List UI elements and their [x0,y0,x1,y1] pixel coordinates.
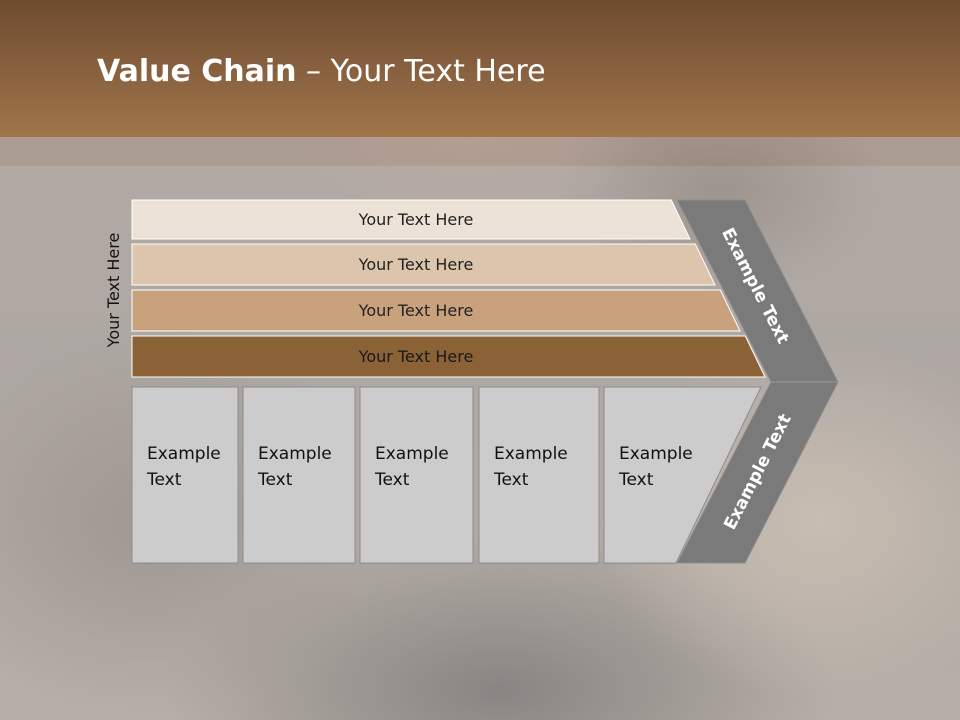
reflection-box-5 [603,564,752,720]
reflection-box-2-line1: Example [258,664,332,684]
box-1-line2: Text [146,470,182,490]
reflection-box-5-line2: Text [618,638,654,658]
box-2-line2: Text [257,470,293,490]
box-5-line1: Example [619,444,693,464]
title-rest: – Your Text Here [296,54,546,89]
reflection-box-1-line2: Text [146,638,182,658]
reflection-box-2 [242,564,356,720]
band-2[interactable] [131,243,716,286]
reflection-box-1 [131,564,239,720]
box-4-line1: Example [494,444,568,464]
box-1[interactable] [131,386,239,564]
band-1-label: Your Text Here [358,210,474,229]
box-4[interactable] [478,386,600,564]
slide-title[interactable]: Value Chain – Your Text Here [97,54,546,89]
reflection-box-3 [359,564,474,720]
band-4-label: Your Text Here [358,347,474,366]
band-2-label: Your Text Here [358,255,474,274]
box-3[interactable] [359,386,474,564]
reflection-box-4 [478,564,600,720]
box-5-line2: Text [618,470,654,490]
reflection-box-1-line1: Example [147,664,221,684]
box-2[interactable] [242,386,356,564]
title-bold: Value Chain [97,54,297,89]
title-bar [0,0,960,137]
box-5[interactable] [603,386,762,564]
side-label: Your Text Here [104,232,123,348]
box-4-line2: Text [493,470,529,490]
reflection-box-2-line2: Text [257,638,293,658]
reflection-box-5-line1: Example [619,664,693,684]
box-3-line2: Text [374,470,410,490]
band-3-label: Your Text Here [358,301,474,320]
reflection-box-4-line2: Text [493,638,529,658]
title-strip [0,137,960,166]
reflection-chevron-lower [677,565,825,720]
reflection-box-3-line2: Text [374,638,410,658]
box-1-line1: Example [147,444,221,464]
band-1[interactable] [131,199,691,240]
band-4[interactable] [131,335,766,378]
reflection-box-4-line1: Example [494,664,568,684]
reflection-box-3-line1: Example [375,664,449,684]
box-2-line1: Example [258,444,332,464]
band-3[interactable] [131,289,741,332]
box-3-line1: Example [375,444,449,464]
